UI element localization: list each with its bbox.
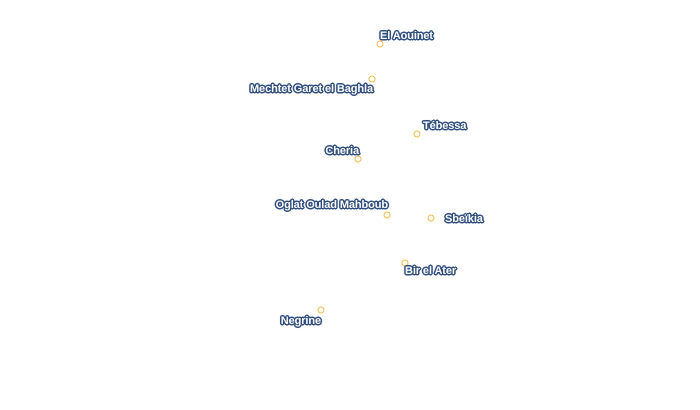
place-label: Cheria — [325, 145, 359, 157]
town-marker-icon[interactable] — [354, 155, 362, 163]
town-marker-icon[interactable] — [317, 306, 325, 314]
town-marker-icon[interactable] — [401, 259, 409, 267]
place-label: Bir el Ater — [405, 265, 457, 277]
town-marker-icon[interactable] — [383, 211, 391, 219]
town-marker-icon[interactable] — [376, 40, 384, 48]
place-label: Negrine — [280, 315, 321, 327]
town-marker-icon[interactable] — [427, 214, 435, 222]
place-label: Oglat Oulad Mahboub — [275, 199, 388, 211]
town-marker-icon[interactable] — [368, 75, 376, 83]
place-label: Mechtet Garet el Baghla — [249, 83, 373, 95]
place-label: El Aouinet — [380, 30, 433, 42]
place-label: Tébessa — [423, 120, 467, 132]
town-marker-icon[interactable] — [413, 130, 421, 138]
place-label: Sbeïkia — [445, 213, 483, 225]
